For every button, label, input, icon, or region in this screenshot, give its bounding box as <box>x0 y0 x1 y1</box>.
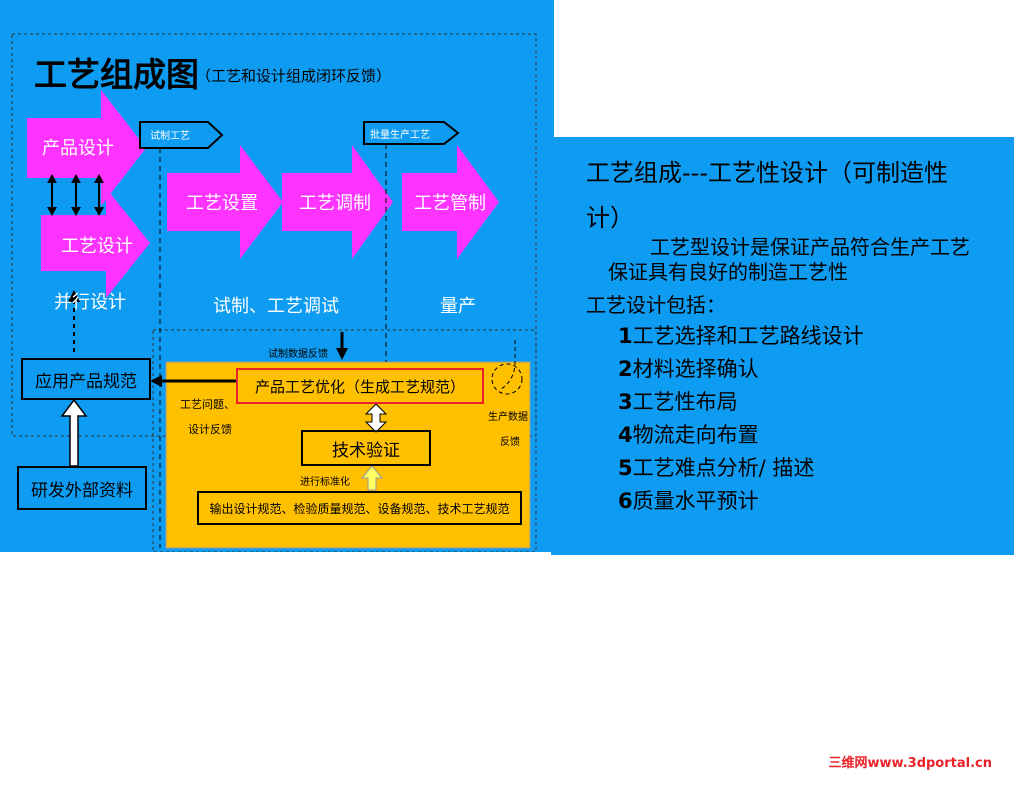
mass-pentagon-shape <box>363 121 460 145</box>
process-issue-label: 工艺问题、 <box>180 398 235 411</box>
production-data-label: 生产数据 <box>488 412 528 423</box>
process-design-label: 工艺设计 <box>61 236 133 257</box>
trial-pentagon-shape <box>139 121 224 149</box>
list-item: 1工艺选择和工艺路线设计 <box>618 324 864 348</box>
process-setup-label: 工艺设置 <box>186 193 258 214</box>
product-design-arrow-shape <box>27 90 146 206</box>
rd-up-arrow <box>60 398 88 467</box>
process-diagram <box>11 33 537 552</box>
right-paragraph-line2: 保证具有良好的制造工艺性 <box>608 260 848 284</box>
process-optimization-box: 产品工艺优化（生成工艺规范） <box>236 368 484 404</box>
apply-product-spec-box: 应用产品规范 <box>21 358 151 400</box>
mass-stage-label: 量产 <box>440 296 476 317</box>
inner-dashed-frame <box>152 329 537 552</box>
diagram-subtitle: （工艺和设计组成闭环反馈） <box>196 67 392 85</box>
trial-process-label: 试制工艺 <box>150 131 190 142</box>
list-item: 2材料选择确认 <box>618 357 759 381</box>
design-includes-heading: 工艺设计包括： <box>586 293 726 317</box>
mass-production-process-label: 批量生产工艺 <box>370 130 430 141</box>
setup-arrow-shape <box>167 145 283 259</box>
trial-data-feedback-label: 试制数据反馈 <box>268 349 328 360</box>
diagram-title: 工艺组成图 <box>34 55 199 94</box>
process-adjust-label: 工艺调制 <box>299 193 371 214</box>
list-item: 3工艺性布局 <box>618 390 738 414</box>
watermark-logo: 三维网www.3dportal.cn <box>828 756 992 771</box>
right-title-line1: 工艺组成---工艺性设计（可制造性 <box>586 159 948 187</box>
standardization-label: 进行标准化 <box>300 477 350 488</box>
control-arrow-shape <box>402 145 499 259</box>
yellow-optimization-area <box>165 361 531 549</box>
concurrent-design-label: 并行设计 <box>54 292 126 313</box>
product-design-label: 产品设计 <box>42 138 114 159</box>
feedback-double-arrows <box>51 180 100 210</box>
list-item: 5工艺难点分析/ 描述 <box>618 456 815 480</box>
process-control-label: 工艺管制 <box>414 193 486 214</box>
right-slide-panel <box>551 137 1014 555</box>
technical-verification-box: 技术验证 <box>301 430 431 466</box>
trial-stage-label: 试制、工艺调试 <box>213 296 339 317</box>
list-item: 6质量水平预计 <box>618 489 759 513</box>
adjust-arrow-shape <box>282 145 393 259</box>
right-paragraph-line1: 工艺型设计是保证产品符合生产工艺 <box>650 235 970 259</box>
right-title-line2: 计） <box>586 204 634 232</box>
production-feedback-label: 反馈 <box>500 437 520 448</box>
output-specifications-box: 输出设计规范、检验质量规范、设备规范、技术工艺规范 <box>197 491 522 525</box>
rd-external-data-box: 研发外部资料 <box>17 466 147 510</box>
list-item: 4物流走向布置 <box>618 423 759 447</box>
design-feedback-label: 设计反馈 <box>188 423 232 436</box>
process-design-arrow-shape <box>41 188 150 298</box>
